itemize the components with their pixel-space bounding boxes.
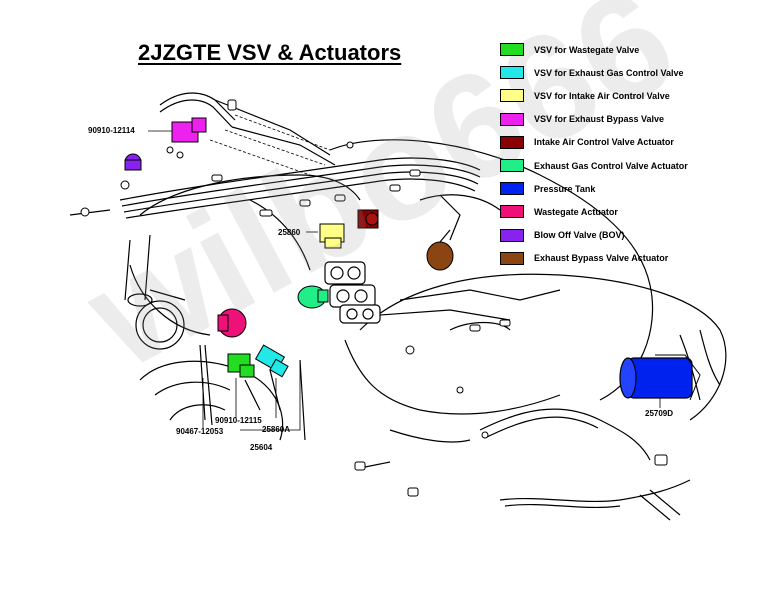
legend-label: Wastegate Actuator xyxy=(534,206,618,217)
legend-item: Exhaust Bypass Valve Actuator xyxy=(500,247,760,270)
legend-swatch xyxy=(500,251,524,265)
wastegate-actuator xyxy=(217,308,247,338)
diagram-title: 2JZGTE VSV & Actuators xyxy=(138,40,402,65)
legend-swatch xyxy=(500,182,524,196)
legend-swatch xyxy=(500,228,524,242)
legend-item: Intake Air Control Valve Actuator xyxy=(500,131,760,154)
legend-swatch xyxy=(500,135,524,149)
intake-pipe xyxy=(124,234,185,350)
legend-label: Pressure Tank xyxy=(534,183,596,194)
legend-label: VSV for Exhaust Gas Control Valve xyxy=(534,67,684,78)
legend-label: Intake Air Control Valve Actuator xyxy=(534,137,674,148)
exhaust-gas-control-valve-actuator xyxy=(297,285,329,309)
legend-swatch xyxy=(500,112,524,126)
part-number-label: 25709D xyxy=(645,409,674,418)
legend-item: VSV for Exhaust Bypass Valve xyxy=(500,108,760,131)
legend-label: Exhaust Gas Control Valve Actuator xyxy=(534,160,688,171)
legend-item: Wastegate Actuator xyxy=(500,200,760,223)
manifold-flanges xyxy=(324,261,381,324)
part-number-label: 25860 xyxy=(278,228,301,237)
legend-item: Exhaust Gas Control Valve Actuator xyxy=(500,154,760,177)
blow-off-valve xyxy=(124,153,142,171)
part-number-label: 90467-12053 xyxy=(176,427,224,436)
legend-item: VSV for Wastegate Valve xyxy=(500,38,760,61)
vsv-intake-air-control-valve xyxy=(319,223,345,249)
vsv-exhaust-bypass-valve xyxy=(171,117,207,143)
leader-lines xyxy=(209,114,331,176)
hoses xyxy=(80,99,668,497)
legend-item: Pressure Tank xyxy=(500,177,760,200)
pressure-tank xyxy=(619,354,701,401)
part-number-label: 25860A xyxy=(262,425,291,434)
exhaust-bypass-valve-actuator xyxy=(426,229,454,271)
legend-item: VSV for Exhaust Gas Control Valve xyxy=(500,61,760,84)
legend: VSV for Wastegate Valve VSV for Exhaust … xyxy=(500,38,760,270)
legend-item: Blow Off Valve (BOV) xyxy=(500,224,760,247)
legend-label: VSV for Exhaust Bypass Valve xyxy=(534,114,665,125)
legend-swatch xyxy=(500,43,524,57)
part-number-label: 90910-12115 xyxy=(215,416,262,425)
part-leaders xyxy=(148,130,661,431)
intake-air-control-valve-actuator xyxy=(357,209,379,229)
legend-label: Exhaust Bypass Valve Actuator xyxy=(534,253,669,264)
legend-swatch xyxy=(500,205,524,219)
legend-swatch xyxy=(500,66,524,80)
vsv-exhaust-gas-control-valve xyxy=(254,344,289,378)
legend-item: VSV for Intake Air Control Valve xyxy=(500,84,760,107)
legend-label: VSV for Intake Air Control Valve xyxy=(534,90,670,101)
legend-label: Blow Off Valve (BOV) xyxy=(534,230,625,241)
legend-label: VSV for Wastegate Valve xyxy=(534,44,640,55)
part-number-label: 25604 xyxy=(250,443,273,452)
vsv-wastegate-valve xyxy=(227,353,255,378)
vacuum-lines xyxy=(69,92,721,521)
legend-swatch xyxy=(500,159,524,173)
part-number-label: 90910-12114 xyxy=(88,126,135,135)
legend-swatch xyxy=(500,89,524,103)
